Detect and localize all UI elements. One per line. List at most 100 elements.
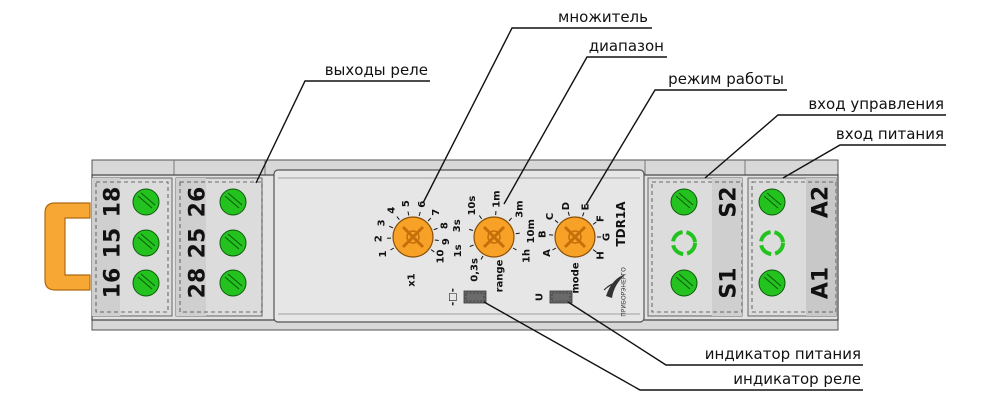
terminal-label-18: 18 — [101, 187, 126, 218]
terminal-label-s2: S2 — [717, 186, 742, 217]
leader-mode — [585, 89, 787, 206]
callout-range: диапазон — [589, 37, 664, 55]
terminal-label-26: 26 — [186, 187, 211, 218]
brand-label: ПРИБОРЭНЕРГО — [621, 267, 628, 317]
range-scale-tick — [515, 232, 520, 235]
range-scale-tick — [469, 244, 474, 247]
range-scale-tick — [512, 247, 517, 251]
mode-scale-tick — [582, 212, 585, 217]
callout-multiplier: множитель — [558, 8, 648, 26]
multiplier-scale-label: 6 — [417, 201, 428, 208]
screw-28 — [219, 269, 247, 297]
range-dial[interactable] — [473, 216, 515, 258]
screw-terminals — [132, 188, 786, 297]
mode-scale-label: A — [542, 249, 553, 257]
ring-control-mid — [671, 230, 697, 256]
power-indicator-led — [549, 290, 573, 304]
range-scale-tick — [469, 228, 474, 231]
mode-scale-label: G — [602, 233, 613, 241]
range-scale-label: 1h — [521, 249, 532, 263]
range-scale-label: 10m — [526, 219, 537, 243]
screw-s2 — [670, 188, 698, 216]
terminal-label-16: 16 — [101, 268, 126, 299]
brand-logo — [603, 274, 626, 298]
callout-power-indicator: индикатор питания — [705, 345, 861, 363]
mode-scale-tick — [567, 211, 570, 216]
terminal-label-15: 15 — [101, 228, 126, 259]
relay-indicator-symbol: -□- — [448, 288, 459, 306]
multiplier-scale-tick — [433, 227, 438, 231]
mode-scale-label: F — [596, 215, 607, 222]
screw-a1 — [758, 269, 786, 297]
multiplier-scale-tick — [430, 249, 435, 253]
mode-scale-label: E — [580, 203, 591, 210]
terminal-label-28: 28 — [186, 268, 211, 299]
multiplier-scale-label: 3 — [377, 219, 388, 226]
screw-18 — [132, 188, 160, 216]
callout-lines — [255, 27, 946, 391]
mode-dial-label: mode — [571, 262, 582, 293]
multiplier-scale-label: 2 — [374, 235, 385, 242]
leader-range — [503, 56, 667, 205]
leader-power-input — [782, 144, 946, 179]
range-scale-tick — [478, 215, 483, 220]
multiplier-scale-label: 10 — [435, 250, 446, 264]
front-panel — [273, 169, 645, 323]
screw-a2 — [758, 188, 786, 216]
multiplier-scale-label: 4 — [386, 207, 397, 214]
leader-relay-outputs — [255, 80, 430, 184]
callout-relay-outputs: выходы реле — [325, 61, 428, 79]
range-scale-label: 0,3s — [470, 258, 481, 282]
terminal-rings — [671, 230, 785, 256]
mode-scale-label: H — [596, 251, 607, 259]
mode-dial[interactable] — [554, 216, 596, 258]
relay-indicator-led — [463, 290, 487, 304]
screw-25 — [219, 229, 247, 257]
multiplier-scale-tick — [396, 216, 400, 221]
mode-scale-tick — [592, 249, 597, 253]
mode-scale-label: C — [545, 213, 556, 220]
range-scale-tick — [480, 255, 484, 260]
multiplier-scale-label: 5 — [401, 200, 412, 207]
mode-scale-label: D — [561, 202, 572, 210]
leader-multiplier — [422, 27, 652, 204]
mode-dial-scale: A B CD EF G H — [538, 202, 613, 260]
din-clip-tab — [44, 202, 91, 291]
leader-control-input — [704, 114, 946, 179]
multiplier-scale-label: 7 — [431, 209, 442, 216]
multiplier-scale-tick — [434, 239, 439, 242]
mode-scale-tick — [552, 247, 557, 251]
leader-power-indicator — [567, 301, 863, 366]
terminal-block-second — [175, 177, 263, 317]
screw-26 — [219, 188, 247, 216]
multiplier-dial[interactable] — [392, 216, 434, 258]
model-label: TDR1A — [614, 201, 628, 247]
mode-scale-tick — [592, 221, 597, 225]
range-scale-label: 10s — [467, 196, 478, 216]
multiplier-dial-label: x1 — [407, 273, 418, 286]
multiplier-scale-label: 8 — [440, 222, 451, 229]
range-scale-label: 3s — [452, 219, 463, 232]
multiplier-scale-label: 1 — [378, 250, 389, 257]
mode-scale-tick — [554, 219, 559, 224]
callout-control-input: вход управления — [808, 95, 944, 113]
ring-power-mid — [759, 230, 785, 256]
callout-mode: режим работы — [668, 70, 784, 88]
terminal-label-25: 25 — [186, 228, 211, 259]
range-dial-label: range — [495, 259, 506, 292]
terminal-label-a2: A2 — [809, 186, 834, 218]
range-scale-tick — [508, 217, 513, 222]
multiplier-scale-tick — [418, 211, 421, 217]
callout-relay-indicator: индикатор реле — [733, 370, 861, 388]
multiplier-scale-tick — [427, 217, 432, 222]
terminal-label-a1: A1 — [809, 267, 834, 299]
leader-relay-indicator — [483, 301, 863, 391]
range-scale-label: 1s — [453, 244, 464, 257]
power-indicator-symbol: U — [535, 293, 546, 301]
terminal-label-s1: S1 — [717, 267, 742, 298]
multiplier-scale-tick — [389, 225, 394, 229]
mode-scale-label: B — [538, 230, 549, 238]
